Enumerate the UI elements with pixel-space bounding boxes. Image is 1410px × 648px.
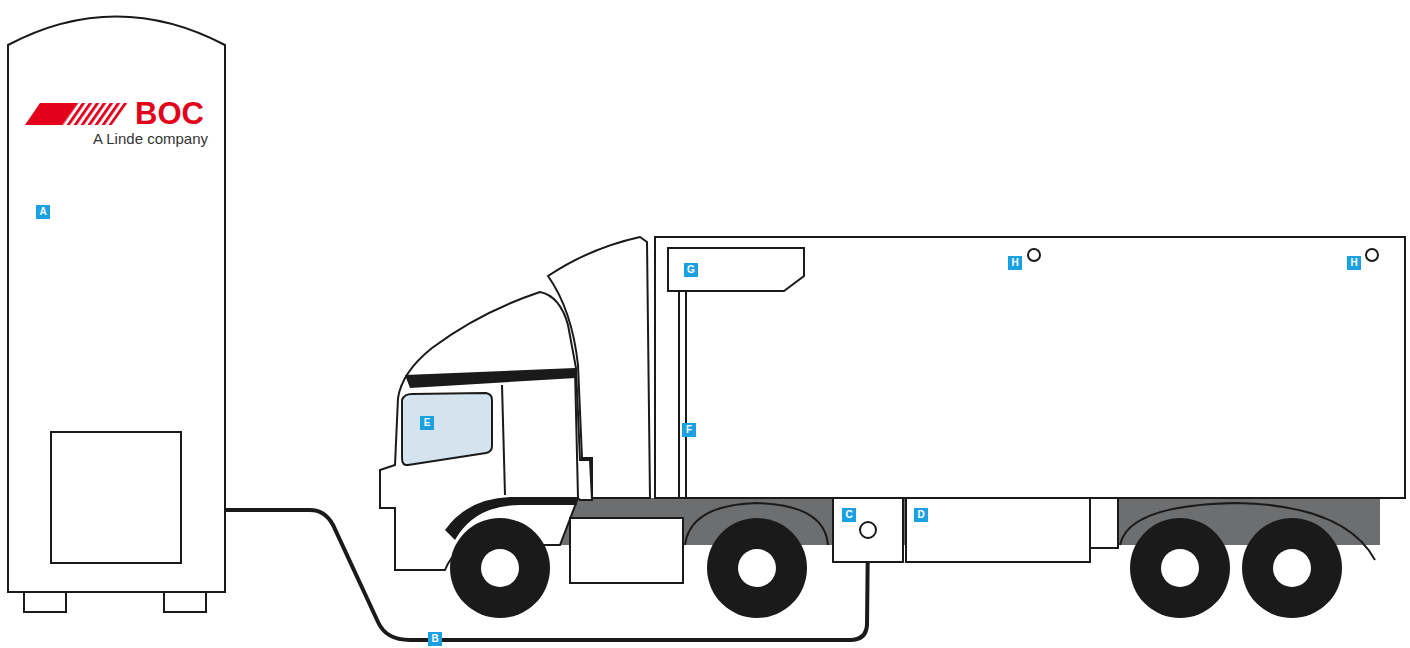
callout-letter: G (684, 263, 698, 277)
callout-letter: E (420, 416, 434, 430)
callout-letter: B (428, 632, 442, 646)
callout-letter: H (1347, 256, 1361, 270)
callout-letter: H (1008, 256, 1022, 270)
callout-letter: F (682, 423, 696, 437)
logo-wordmark: BOC (135, 98, 204, 129)
logo-tagline: A Linde company (93, 130, 208, 147)
callout-letter: C (842, 508, 856, 522)
callout-letter: D (914, 508, 928, 522)
callout-letter: A (36, 205, 50, 219)
tank-body (8, 17, 225, 593)
